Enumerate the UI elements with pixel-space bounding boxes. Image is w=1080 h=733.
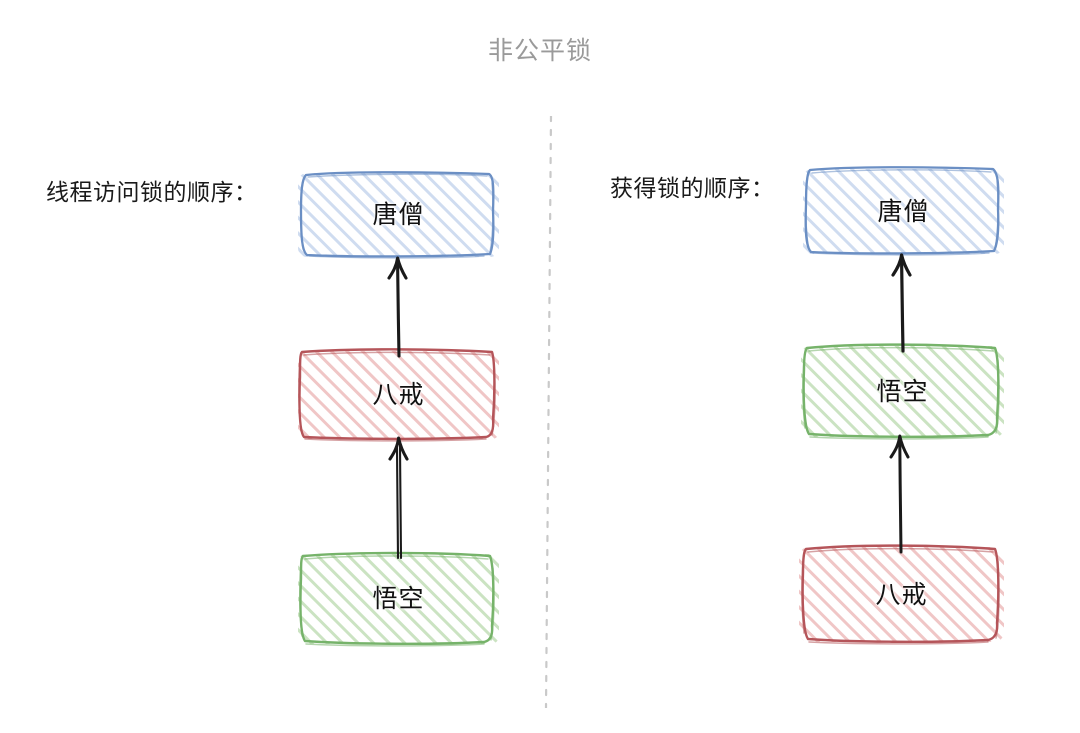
column-divider [544,116,553,708]
node-right-top[interactable]: 唐僧 [802,166,1005,256]
node-label: 悟空 [372,585,425,613]
node-left-bottom[interactable]: 悟空 [297,551,500,647]
node-right-middle[interactable]: 悟空 [800,343,1005,440]
arrow-right-bottom-to-middle [889,434,910,554]
arrow-right-middle-to-top [891,253,912,353]
node-right-bottom[interactable]: 八戒 [798,544,1005,645]
left-column-caption: 线程访问锁的顺序： [46,179,258,205]
arrow-left-middle-to-top [387,256,408,358]
right-column-caption: 获得锁的顺序： [610,175,775,201]
node-label: 八戒 [372,381,425,409]
node-label: 唐僧 [877,197,930,226]
node-label: 悟空 [876,377,929,406]
node-left-top[interactable]: 唐僧 [297,171,500,259]
node-left-middle[interactable]: 八戒 [297,348,500,442]
node-label: 唐僧 [372,201,425,229]
node-label: 八戒 [875,580,928,609]
page-title: 非公平锁 [487,37,592,65]
arrow-left-bottom-to-middle [388,436,409,560]
